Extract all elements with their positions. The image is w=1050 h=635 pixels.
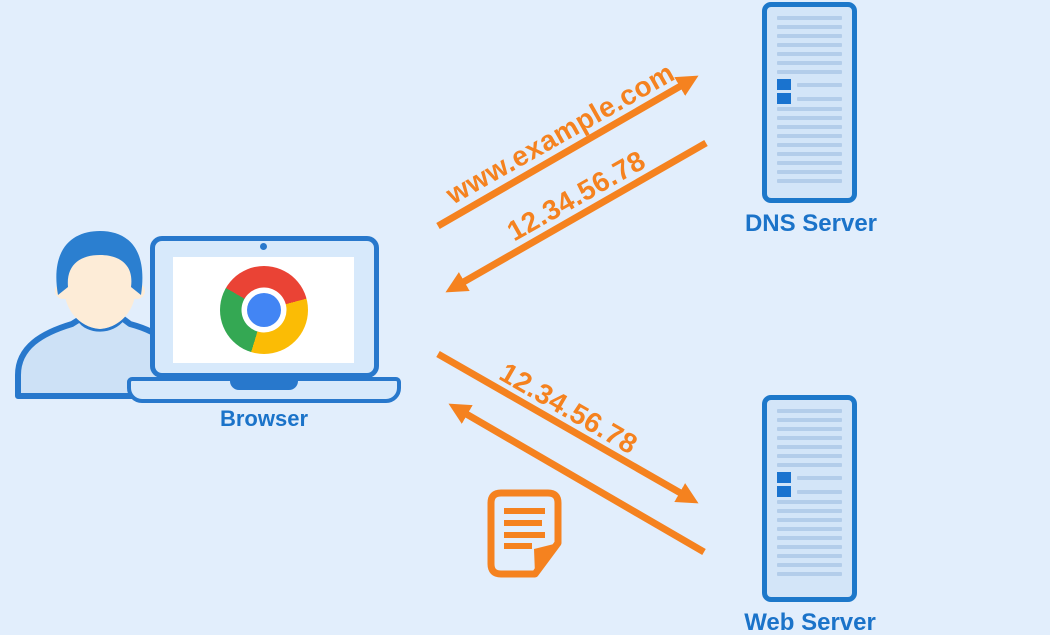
server-led-row	[777, 79, 842, 90]
dns-server-label: DNS Server	[744, 210, 878, 237]
server-line-row	[777, 427, 842, 431]
document-icon	[487, 489, 562, 578]
web-server-rack-lines	[767, 400, 852, 597]
document-fold	[534, 543, 558, 574]
server-line-row	[777, 572, 842, 576]
server-line-row	[777, 500, 842, 504]
server-line-row	[777, 25, 842, 29]
server-line-row	[777, 554, 842, 558]
server-led-row	[777, 486, 842, 497]
arrow-dns-response	[445, 139, 708, 293]
web-server-label: Web Server	[744, 609, 876, 635]
server-line-row	[777, 116, 842, 120]
server-led-row	[777, 472, 842, 483]
server-line-row	[777, 518, 842, 522]
document-text-lines	[504, 508, 545, 549]
server-line-row	[777, 170, 842, 174]
server-line-row	[777, 436, 842, 440]
server-line-row	[777, 70, 842, 74]
dns-server-icon	[762, 2, 857, 203]
server-line-row	[777, 134, 842, 138]
server-line-row	[777, 445, 842, 449]
server-line-row	[777, 52, 842, 56]
server-line-row	[777, 34, 842, 38]
server-line-row	[777, 152, 842, 156]
server-led-row	[777, 93, 842, 104]
arrow-http-response	[448, 403, 706, 556]
server-line-row	[777, 563, 842, 567]
chrome-browser-icon	[220, 266, 308, 354]
server-line-row	[777, 536, 842, 540]
dns-server-rack-lines	[767, 7, 852, 198]
arrow-dns-query	[436, 75, 699, 230]
server-line-row	[777, 161, 842, 165]
server-line-row	[777, 418, 842, 422]
server-line-row	[777, 454, 842, 458]
server-line-row	[777, 107, 842, 111]
server-line-row	[777, 545, 842, 549]
server-line-row	[777, 509, 842, 513]
arrow-http-request	[436, 350, 699, 504]
user-hair	[56, 231, 143, 295]
browser-label: Browser	[219, 406, 309, 431]
server-line-row	[777, 61, 842, 65]
user-face	[63, 243, 137, 329]
laptop-notch	[230, 381, 298, 390]
server-line-row	[777, 125, 842, 129]
server-line-row	[777, 179, 842, 183]
server-line-row	[777, 463, 842, 467]
web-server-icon	[762, 395, 857, 602]
user-icon	[15, 231, 185, 399]
server-line-row	[777, 143, 842, 147]
laptop-base	[127, 377, 401, 403]
webcam-dot	[260, 243, 267, 250]
server-line-row	[777, 409, 842, 413]
server-line-row	[777, 527, 842, 531]
server-line-row	[777, 16, 842, 20]
document-outline	[487, 489, 562, 578]
server-line-row	[777, 43, 842, 47]
